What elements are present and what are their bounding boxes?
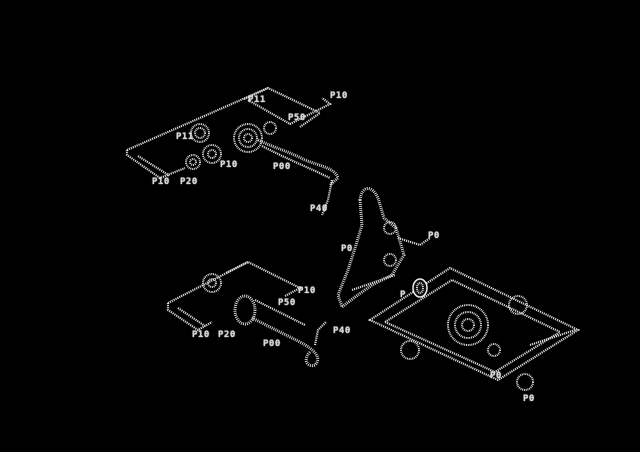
part-label: P00 xyxy=(273,162,291,172)
upper-lever-arm-inner xyxy=(261,145,331,179)
lower-left-lever-inner xyxy=(254,299,306,326)
lower-right-boss-b xyxy=(400,340,420,360)
upper-lever-arm xyxy=(257,138,340,187)
upper-bearing-b-inner xyxy=(207,149,217,159)
part-label: P10 xyxy=(220,160,238,170)
lower-left-frame-left xyxy=(166,303,213,332)
lower-right-hub xyxy=(447,304,489,346)
lower-left-assembly xyxy=(166,260,327,368)
part-label: P10 xyxy=(330,91,348,101)
upper-mount-boss xyxy=(190,123,210,143)
upper-frame-inner-edge xyxy=(243,87,269,100)
lower-right-assembly xyxy=(367,266,581,391)
upper-frame-left-arm xyxy=(125,150,186,180)
upper-small-gear xyxy=(263,121,277,135)
part-label: P50 xyxy=(278,298,296,308)
part-label: P11 xyxy=(248,95,266,105)
upper-bearing-a xyxy=(185,154,201,170)
lower-right-oring-inner xyxy=(416,282,424,294)
lower-left-mount-boss-inner xyxy=(207,278,217,288)
upper-bearing-a-inner xyxy=(189,158,197,166)
bracket-hole-mid xyxy=(383,253,397,267)
lower-right-hub-core xyxy=(461,318,475,332)
center-bracket xyxy=(336,187,431,310)
bracket-crossbar xyxy=(351,273,396,292)
part-label: P0 xyxy=(428,231,440,241)
lower-left-frame-inner xyxy=(177,307,206,327)
part-label: P20 xyxy=(180,177,198,187)
lower-right-end-ring xyxy=(516,373,534,391)
lower-left-lever xyxy=(251,316,320,368)
bracket-outline xyxy=(336,187,406,310)
upper-frame-top-edge xyxy=(126,86,323,152)
bracket-hole-top xyxy=(383,221,397,235)
part-label: P10 xyxy=(298,286,316,296)
lower-right-hub-ring xyxy=(454,311,482,339)
part-label: P50 xyxy=(288,113,306,123)
part-label: P0 xyxy=(341,244,353,254)
upper-hub xyxy=(233,123,263,153)
part-label: P0 xyxy=(490,371,502,381)
lower-left-ring xyxy=(233,294,257,326)
upper-frame-right-arm xyxy=(247,97,333,126)
lower-right-frame-inner xyxy=(382,278,563,374)
part-label: P xyxy=(400,290,406,300)
lower-right-frame xyxy=(367,266,581,382)
upper-hub-core xyxy=(243,133,253,143)
part-label: P40 xyxy=(333,326,351,336)
lower-right-oring xyxy=(412,278,428,298)
upper-bearing-b xyxy=(202,144,222,164)
part-label: P20 xyxy=(218,330,236,340)
upper-hub-ring xyxy=(238,128,258,148)
lower-left-mount-boss xyxy=(202,273,222,293)
part-label: P10 xyxy=(152,177,170,187)
lower-right-shaft xyxy=(529,328,576,347)
part-label: P40 xyxy=(310,204,328,214)
part-label: P10 xyxy=(192,330,210,340)
part-label: P0 xyxy=(523,394,535,404)
part-label: P11 xyxy=(176,132,194,142)
part-label: P00 xyxy=(263,339,281,349)
lower-right-small-bearing xyxy=(487,343,501,357)
upper-assembly xyxy=(125,86,340,216)
upper-lever-rod xyxy=(320,179,334,216)
lower-right-boss-a xyxy=(508,295,528,315)
lower-left-rod xyxy=(313,321,327,346)
upper-mount-boss-inner xyxy=(194,127,206,139)
bracket-pin xyxy=(397,236,431,247)
